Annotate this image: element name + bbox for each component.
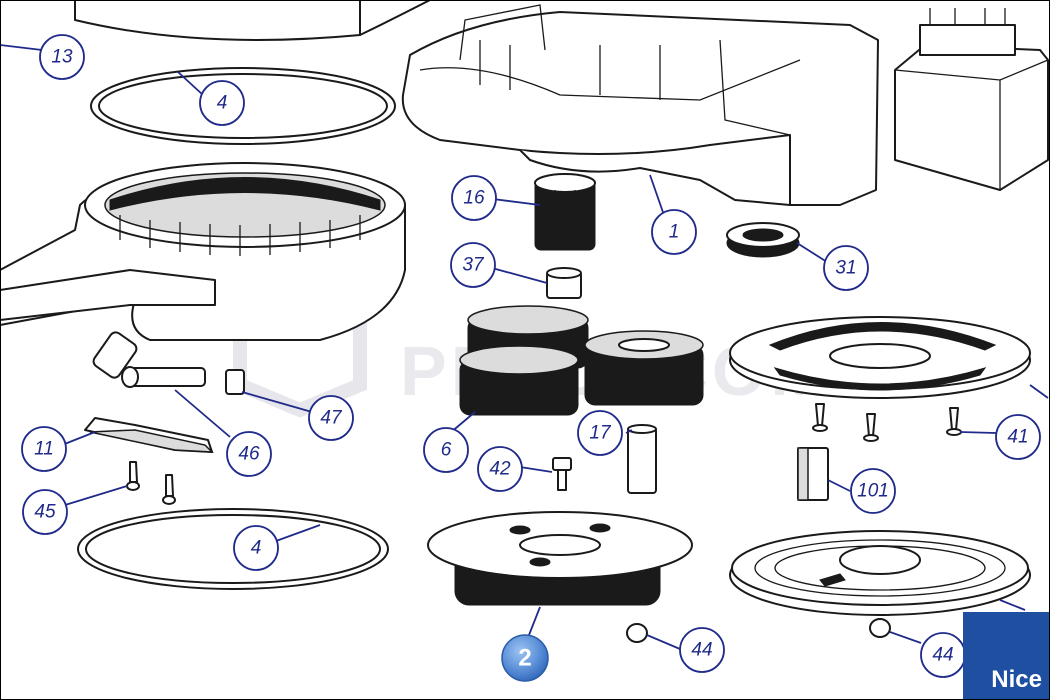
- callout-11[interactable]: 11: [21, 426, 67, 472]
- svg-text:46: 46: [238, 444, 260, 465]
- svg-text:2: 2: [518, 645, 531, 672]
- part-bolt-small: [92, 331, 138, 379]
- part-4-gasket-bottom: [77, 508, 389, 590]
- callout-44-left[interactable]: 44: [679, 627, 725, 673]
- svg-text:17: 17: [589, 423, 612, 444]
- part-37-bushing: [546, 267, 582, 299]
- part-44-nut-b: [869, 618, 891, 638]
- part-41-screws: [812, 403, 962, 442]
- svg-text:41: 41: [1007, 427, 1028, 448]
- part-2-output-gear: [427, 511, 693, 606]
- callout-37[interactable]: 37: [450, 242, 496, 288]
- svg-text:6: 6: [441, 440, 452, 461]
- svg-text:44: 44: [691, 640, 712, 661]
- svg-text:101: 101: [857, 481, 889, 502]
- brand-text: Nice: [991, 666, 1042, 693]
- svg-text:37: 37: [462, 255, 485, 276]
- callout-42[interactable]: 42: [477, 446, 523, 492]
- svg-text:16: 16: [463, 188, 485, 209]
- callout-6[interactable]: 6: [423, 427, 469, 473]
- part-17-shaft: [627, 424, 657, 494]
- callout-2-selected[interactable]: 2: [501, 634, 549, 682]
- callout-1[interactable]: 1: [651, 209, 697, 255]
- callout-45[interactable]: 45: [22, 489, 68, 535]
- svg-text:47: 47: [320, 408, 343, 429]
- part-46-bolt: [121, 366, 206, 388]
- callout-4-bottom[interactable]: 4: [233, 525, 279, 571]
- callout-31[interactable]: 31: [823, 245, 869, 291]
- svg-text:44: 44: [932, 645, 953, 666]
- svg-text:4: 4: [251, 538, 262, 559]
- part-11-plate: [84, 417, 214, 453]
- part-encoder-disc: [729, 316, 1031, 399]
- part-6-gear-cluster: [459, 305, 704, 416]
- svg-text:11: 11: [34, 439, 54, 460]
- svg-text:42: 42: [489, 459, 511, 480]
- callout-101[interactable]: 101: [850, 468, 896, 514]
- callout-13[interactable]: 13: [39, 34, 85, 80]
- part-13-cover: [74, 0, 431, 41]
- callout-46[interactable]: 46: [226, 431, 272, 477]
- part-31-bearing: [726, 222, 800, 258]
- part-ring-gear-housing: [0, 162, 406, 341]
- part-bottom-plate: [729, 530, 1031, 616]
- callout-47[interactable]: 47: [308, 395, 354, 441]
- part-45-screws: [126, 461, 176, 505]
- callout-17[interactable]: 17: [577, 410, 623, 456]
- callout-4-top[interactable]: 4: [199, 80, 245, 126]
- part-47-pin: [225, 369, 245, 395]
- nice-brand-logo: Nice: [963, 612, 1050, 700]
- part-16-pinion: [534, 173, 596, 251]
- svg-text:1: 1: [669, 222, 680, 243]
- part-42-screw: [552, 457, 572, 491]
- svg-text:4: 4: [217, 93, 228, 114]
- leader-lines: [0, 44, 1049, 650]
- part-101-magnet: [797, 447, 829, 501]
- part-transformer: [894, 8, 1049, 191]
- svg-text:45: 45: [34, 502, 56, 523]
- callout-16[interactable]: 16: [451, 175, 497, 221]
- part-1-housing: [401, 4, 879, 206]
- callout-41[interactable]: 41: [995, 414, 1041, 460]
- svg-text:31: 31: [835, 258, 856, 279]
- part-44-nut-a: [626, 623, 648, 643]
- callout-44-right[interactable]: 44: [920, 632, 966, 678]
- svg-text:13: 13: [51, 47, 73, 68]
